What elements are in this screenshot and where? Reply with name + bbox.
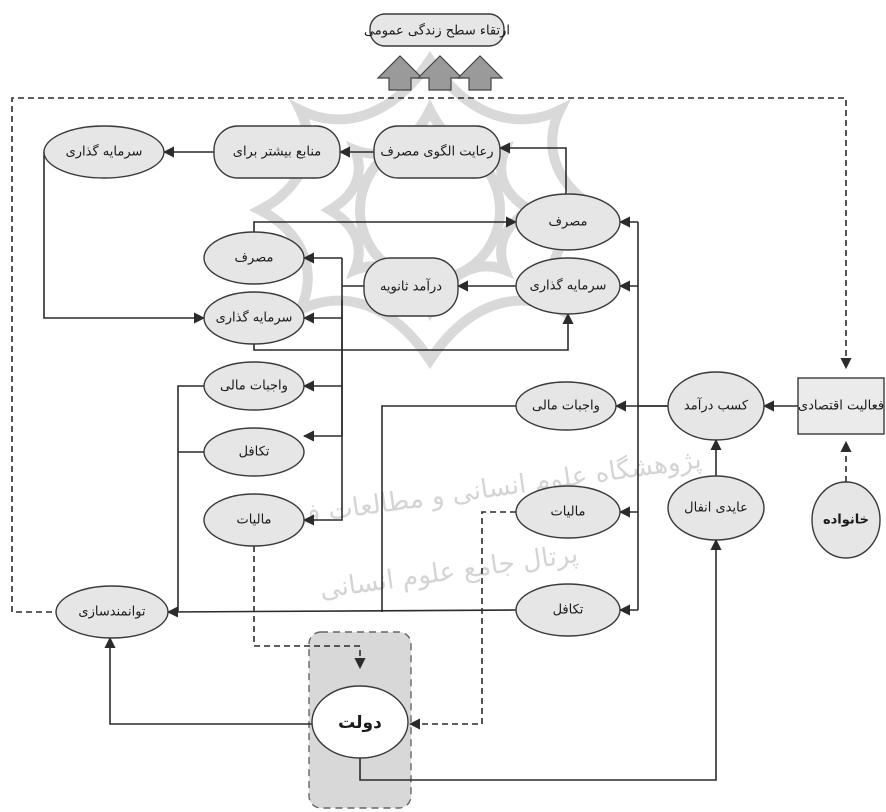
empowerment-node	[55, 585, 169, 639]
anfal-revenue-node	[667, 475, 765, 541]
secondary-income-node	[363, 257, 459, 317]
solidarity-primary-node	[515, 583, 621, 637]
taxes-secondary-label: مالیات	[236, 513, 271, 528]
economic-activity-label: فعالیت اقتصادی	[798, 399, 884, 414]
investment-primary-node	[515, 257, 621, 315]
top-goal-node	[369, 13, 505, 47]
top-goal-label: ارتقاء سطح زندگی عمومی	[364, 23, 510, 39]
secondary-income-trunk	[341, 258, 364, 436]
empowerment-label: توانمندسازی	[78, 605, 146, 620]
obligations-secondary-label: واجبات مالی	[220, 379, 288, 394]
arrow-government-to-empowerment	[104, 636, 312, 725]
consumption-secondary-label: مصرف	[235, 251, 274, 266]
more-resources-node	[213, 125, 341, 179]
obligations-primary-node	[515, 381, 617, 431]
obligations-primary-label: واجبات مالی	[532, 399, 600, 414]
arrow-investment-secondary-to-primary	[253, 312, 574, 351]
government-label: دولت	[338, 713, 382, 733]
up-arrows	[376, 55, 504, 91]
arrow-solidarity-to-empowerment	[166, 606, 517, 618]
arrow-secondary-obligations-to-empowerment	[177, 385, 204, 612]
taxes-primary-node	[515, 485, 621, 539]
consumption-primary-node	[515, 193, 621, 251]
solidarity-secondary-label: تکافل	[239, 445, 270, 460]
arrow-taxes-secondary-to-government	[253, 546, 366, 670]
income-node	[667, 371, 765, 441]
household-label: خانواده	[823, 513, 869, 528]
consumption-secondary-node	[203, 231, 305, 285]
arrow-government-to-anfal	[359, 538, 722, 781]
investment-secondary-label: سرمایه گذاری	[216, 310, 293, 326]
arrow-taxes-primary-to-government	[408, 511, 516, 730]
income-distribution-trunk	[637, 222, 668, 610]
income-label: کسب درآمد	[684, 397, 749, 414]
investment-top-label: سرمایه گذاری	[66, 144, 143, 160]
economic-activity-node	[797, 377, 885, 435]
government-node	[311, 685, 409, 759]
consumption-primary-label: مصرف	[549, 215, 588, 230]
arrow-empowerment-to-economic-activity	[11, 97, 852, 613]
solidarity-primary-label: تکافل	[553, 603, 584, 618]
taxes-secondary-node	[203, 493, 305, 547]
investment-primary-label: سرمایه گذاری	[530, 278, 607, 294]
consumption-pattern-node	[373, 125, 501, 179]
taxes-primary-label: مالیات	[550, 505, 585, 520]
more-resources-label: منابع بیشتر برای	[233, 145, 321, 160]
household-node	[811, 481, 881, 559]
consumption-pattern-label: رعایت الگوی مصرف	[380, 144, 493, 160]
anfal-revenue-label: عایدی انفال	[684, 501, 748, 516]
arrow-consumption-secondary-to-primary	[253, 216, 518, 232]
arrow-primary-obligations-to-empowerment	[381, 405, 516, 612]
watermark-line-1: پژوهشگاه علوم انسانی و مطالعات فرهنگی	[234, 444, 703, 540]
secondary-income-label: درآمد ثانویه	[380, 278, 442, 295]
obligations-secondary-node	[203, 361, 305, 411]
arrow-investment-top-to-investment-secondary	[43, 152, 206, 324]
investment-secondary-node	[203, 291, 305, 345]
arrow-secondary-to-taxes	[302, 300, 343, 526]
solidarity-secondary-node	[203, 427, 305, 477]
arrow-consumption-to-pattern	[498, 142, 567, 194]
investment-top-node	[43, 125, 165, 179]
